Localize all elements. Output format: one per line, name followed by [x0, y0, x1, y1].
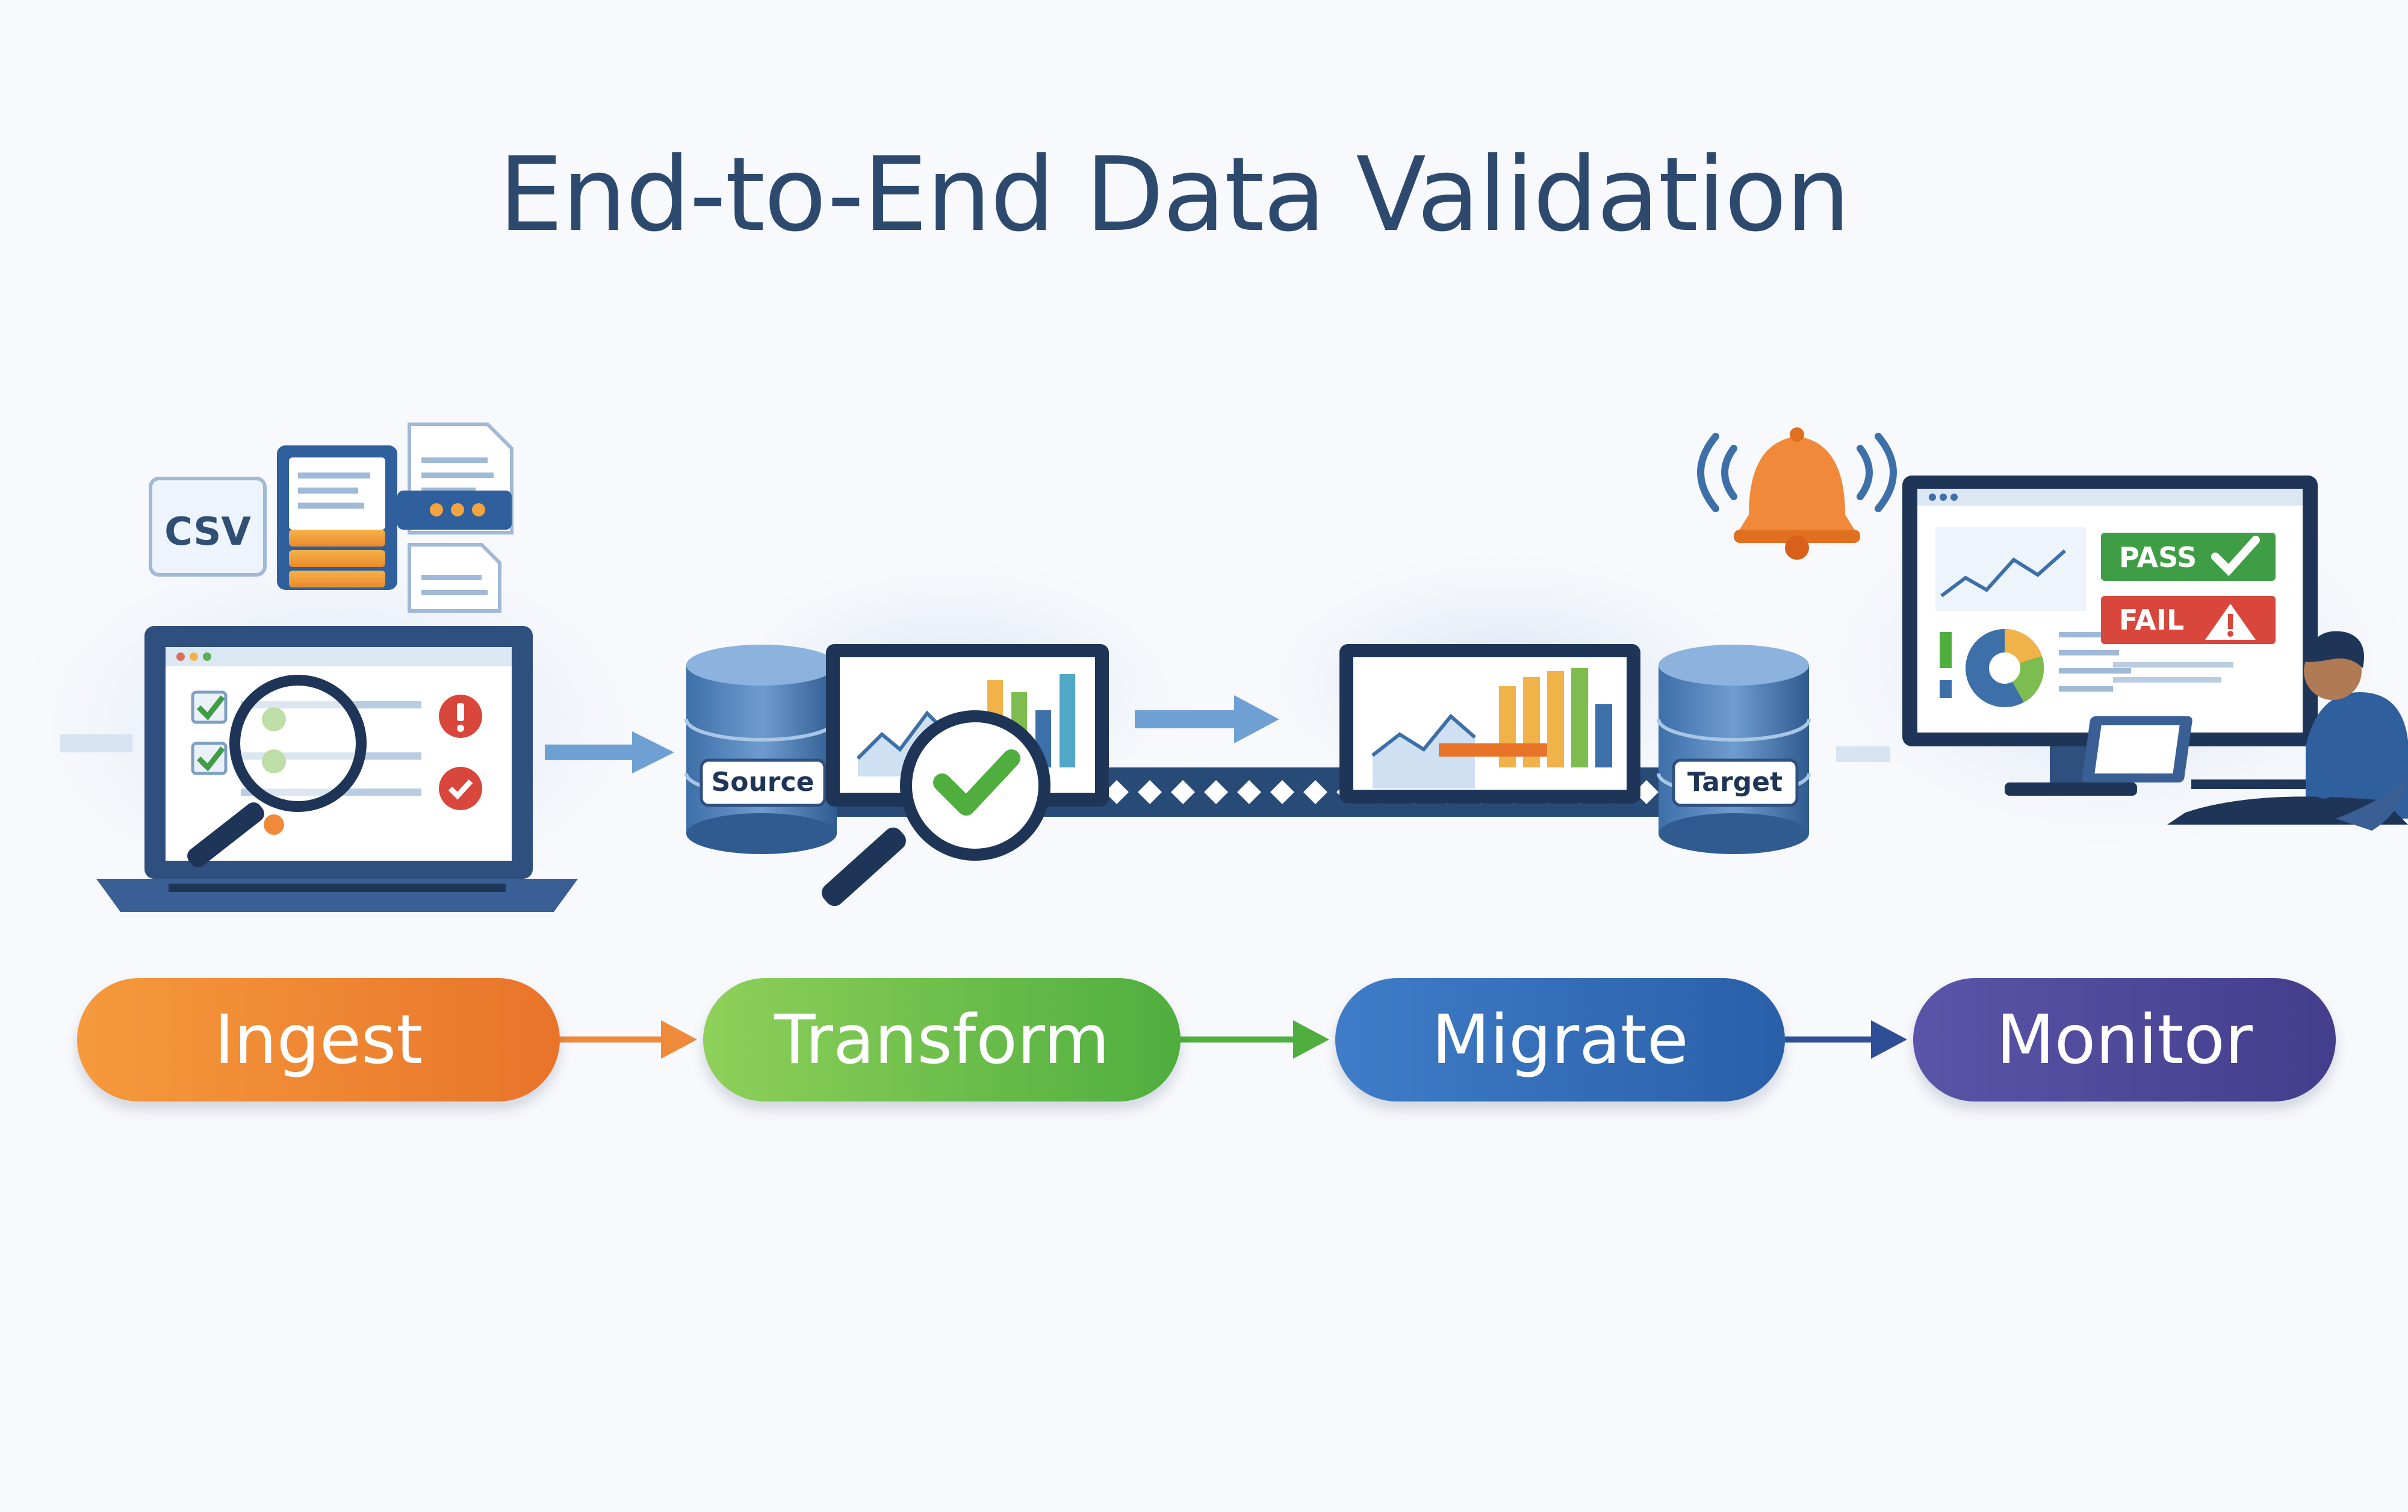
monitor-icon — [1339, 644, 1640, 804]
document-icon — [408, 543, 501, 613]
arrow-head-icon — [1293, 1020, 1329, 1059]
stage-transform: Transform — [703, 978, 1181, 1101]
conveyor-marker — [1171, 780, 1195, 804]
bell-icon — [1697, 427, 1897, 560]
error-icon — [439, 695, 482, 738]
document-icon — [397, 423, 514, 534]
checkmark-icon — [933, 749, 1020, 816]
pass-badge: PASS — [2101, 533, 2276, 581]
database-icon: Source — [684, 645, 839, 854]
conveyor-marker — [1303, 780, 1327, 804]
conveyor-marker — [1204, 780, 1228, 804]
stage-monitor: Monitor — [1913, 978, 2336, 1101]
conveyor-marker — [1270, 780, 1294, 804]
stage-ingest: Ingest — [77, 978, 560, 1101]
fail-label: FAIL — [2119, 604, 2184, 636]
csv-label: CSV — [164, 510, 251, 554]
checkmark-icon — [2211, 536, 2260, 577]
magnifier-icon — [822, 710, 1050, 906]
database-file-icon — [277, 445, 397, 590]
checkmark-icon — [439, 767, 482, 810]
conveyor-marker — [1105, 780, 1129, 804]
conveyor-marker — [1138, 780, 1162, 804]
dashboard-monitor-icon — [1902, 476, 2318, 796]
source-label: Source — [712, 767, 815, 798]
magnifier-icon — [187, 675, 367, 867]
database-icon: Target — [1657, 645, 1811, 854]
conveyor-marker — [1237, 780, 1261, 804]
pie-chart-icon — [1966, 628, 2044, 707]
csv-file-icon: CSV — [149, 477, 267, 577]
stage-label: Migrate — [1432, 1000, 1689, 1079]
flow-arrow — [545, 731, 674, 773]
stage-migrate: Migrate — [1335, 978, 1785, 1101]
person-icon — [2082, 631, 2408, 831]
arrow-head-icon — [1871, 1020, 1907, 1059]
flow-arrow — [1135, 695, 1279, 743]
page-title: End-to-End Data Validation — [498, 135, 1851, 255]
fail-badge: FAIL — [2101, 596, 2276, 644]
pass-label: PASS — [2119, 541, 2197, 574]
stage-label: Ingest — [214, 1000, 423, 1079]
target-label: Target — [1687, 767, 1783, 798]
stage-label: Transform — [774, 1000, 1110, 1079]
arrow-head-icon — [661, 1020, 697, 1059]
stage-label: Monitor — [1996, 1000, 2253, 1079]
